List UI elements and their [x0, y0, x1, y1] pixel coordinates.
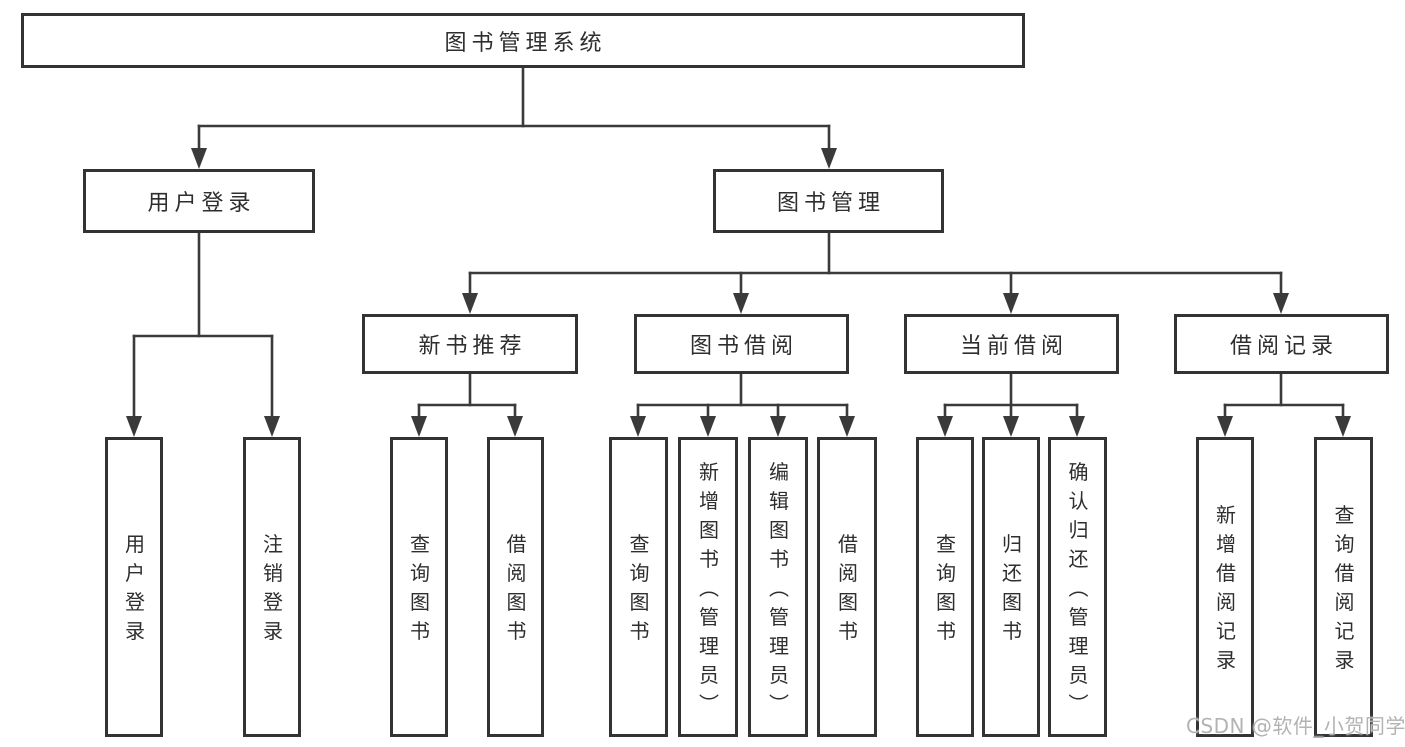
leaf-bb-query-books-label: 查询图书	[626, 533, 650, 650]
leaf-logout: 注销登录	[243, 437, 301, 737]
node-new-book-recommend-label: 新书推荐	[418, 334, 527, 359]
node-new-book-recommend: 新书推荐	[362, 314, 578, 374]
node-borrow-record: 借阅记录	[1174, 314, 1389, 374]
node-book-management-label: 图书管理	[776, 191, 885, 216]
leaf-bb-add-books-admin: 新增图书（管理员）	[678, 437, 738, 737]
leaf-bb-query-books: 查询图书	[609, 437, 668, 737]
leaf-cb-query-books-label: 查询图书	[932, 533, 957, 650]
leaf-nb-borrow-books-label: 借阅图书	[503, 533, 527, 650]
node-user-login: 用户登录	[83, 169, 315, 233]
leaf-bb-borrow-books: 借阅图书	[817, 437, 877, 737]
leaf-logout-label: 注销登录	[259, 533, 284, 650]
leaf-br-query-record: 查询借阅记录	[1314, 437, 1373, 737]
leaf-bb-edit-books-admin-label: 编辑图书（管理员）	[765, 461, 790, 722]
leaf-bb-add-books-admin-label: 新增图书（管理员）	[695, 461, 720, 722]
leaf-bb-edit-books-admin: 编辑图书（管理员）	[748, 437, 808, 737]
leaf-nb-query-books: 查询图书	[390, 437, 448, 737]
leaf-cb-query-books: 查询图书	[916, 437, 974, 737]
leaf-bb-borrow-books-label: 借阅图书	[834, 533, 859, 650]
node-current-borrow: 当前借阅	[904, 314, 1119, 374]
leaf-br-query-record-label: 查询借阅记录	[1331, 504, 1355, 679]
node-root: 图书管理系统	[21, 13, 1025, 68]
leaf-nb-borrow-books: 借阅图书	[487, 437, 544, 737]
watermark: CSDN @软件_小贺同学	[1186, 714, 1405, 738]
leaf-cb-return-books: 归还图书	[982, 437, 1040, 737]
leaf-cb-return-books-label: 归还图书	[998, 533, 1023, 650]
leaf-br-add-record: 新增借阅记录	[1196, 437, 1254, 737]
node-book-borrow-label: 图书借阅	[689, 334, 798, 359]
node-root-label: 图书管理系统	[444, 30, 607, 56]
node-current-borrow-label: 当前借阅	[959, 334, 1068, 359]
node-borrow-record-label: 借阅记录	[1229, 334, 1338, 359]
leaf-nb-query-books-label: 查询图书	[406, 533, 431, 650]
leaf-cb-confirm-return-admin: 确认归还（管理员）	[1048, 437, 1107, 737]
leaf-user-login-label: 用户登录	[121, 533, 146, 650]
node-user-login-label: 用户登录	[147, 191, 256, 216]
leaf-user-login: 用户登录	[105, 437, 163, 737]
node-book-borrow: 图书借阅	[634, 314, 849, 374]
node-book-management: 图书管理	[713, 169, 944, 233]
leaf-br-add-record-label: 新增借阅记录	[1212, 504, 1237, 679]
leaf-cb-confirm-return-admin-label: 确认归还（管理员）	[1065, 461, 1089, 722]
